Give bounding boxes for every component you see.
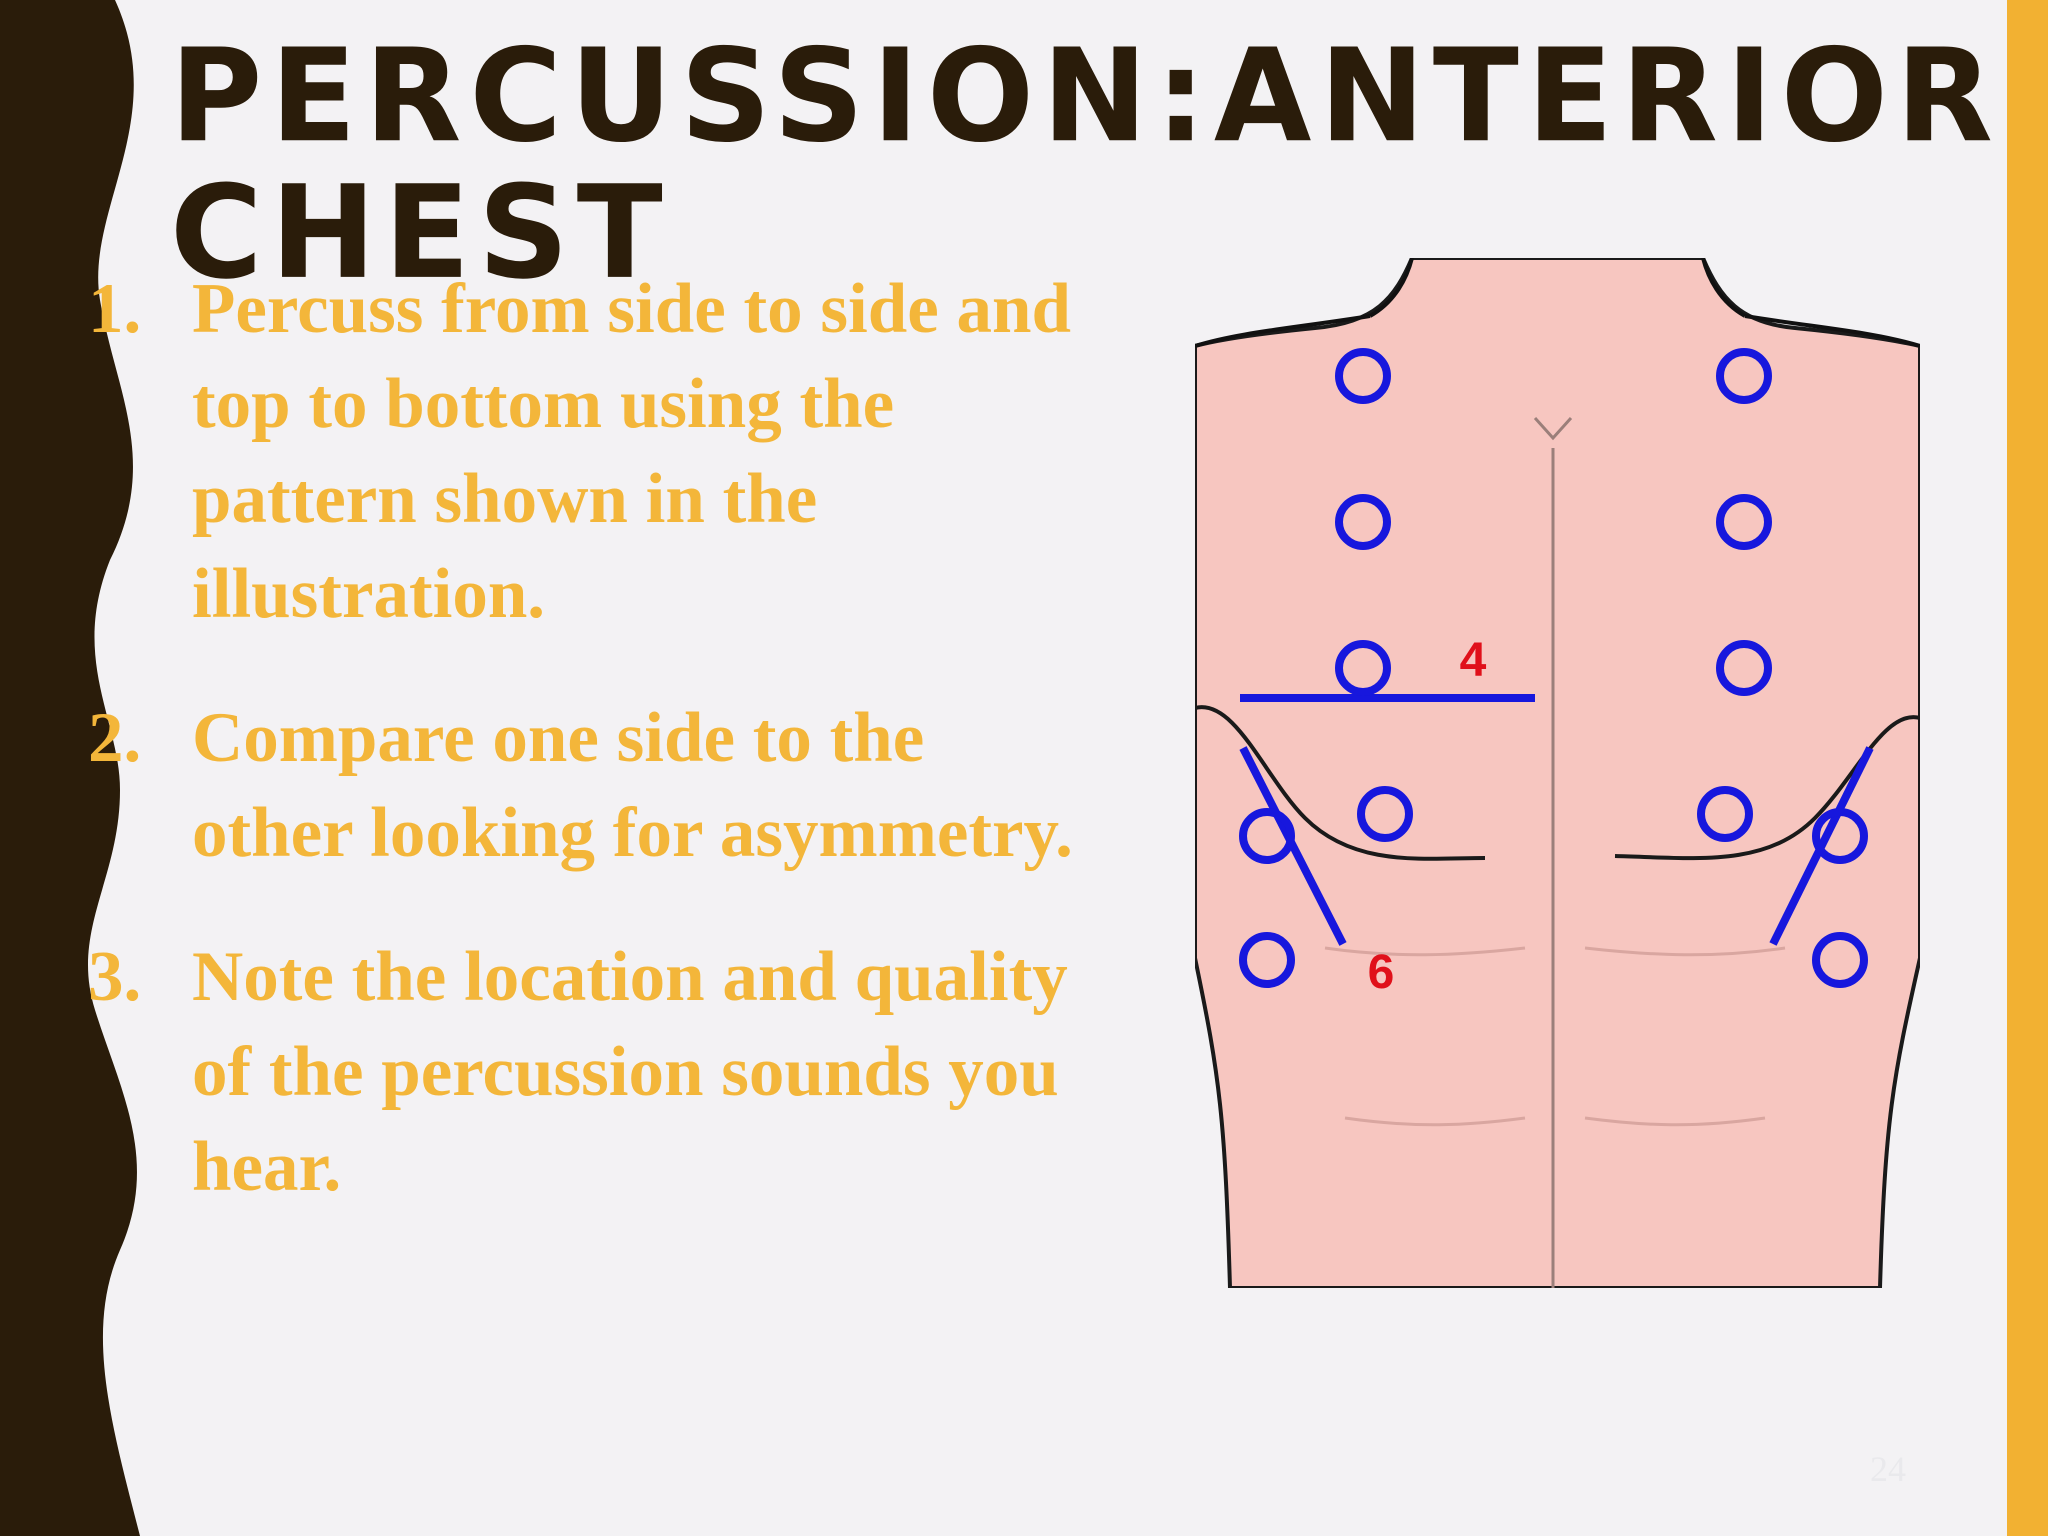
bullet-text: Note the location and quality of the per…: [192, 938, 1068, 1206]
list-item: 1. Percuss from side to side and top to …: [80, 262, 1080, 642]
abdominal-line: [1584, 1116, 1766, 1127]
rib-6-label: 6: [1368, 946, 1395, 999]
bullet-number: 1.: [88, 270, 142, 348]
bullet-text: Compare one side to the other looking fo…: [192, 699, 1073, 872]
percussion-point: [1716, 348, 1772, 404]
rib-4-label: 4: [1460, 634, 1487, 687]
percussion-point: [1716, 494, 1772, 550]
decorative-wave-band: [0, 0, 140, 1536]
pectoral-curve: [1195, 705, 1486, 861]
shoulder-line: [1195, 314, 1371, 348]
abdominal-line: [1324, 946, 1526, 957]
percussion-point: [1812, 932, 1868, 988]
slide-title: PERCUSSION:ANTERIOR CHEST: [170, 20, 2001, 308]
percussion-point: [1812, 808, 1868, 864]
bullet-number: 2.: [88, 699, 142, 777]
percussion-points: [1239, 348, 1868, 988]
torso-silhouette: [1195, 258, 1920, 1288]
pectoral-curve: [1614, 715, 1920, 861]
neck-line: [1701, 258, 1747, 318]
neck-line: [1368, 258, 1414, 318]
list-item: 2. Compare one side to the other looking…: [80, 691, 1080, 881]
percussion-point: [1716, 640, 1772, 696]
page-number: 24: [1870, 1449, 1906, 1489]
percussion-point: [1335, 640, 1391, 696]
percussion-point: [1335, 348, 1391, 404]
shoulder-line: [1744, 314, 1920, 348]
right-accent-band: [2007, 0, 2048, 1536]
percussion-point: [1357, 786, 1413, 842]
sternal-notch: [1533, 416, 1573, 441]
bullet-list: 1. Percuss from side to side and top to …: [80, 262, 1080, 1264]
percussion-point: [1697, 786, 1753, 842]
abdominal-line: [1584, 946, 1786, 957]
bullet-number: 3.: [88, 938, 142, 1016]
list-item: 3. Note the location and quality of the …: [80, 930, 1080, 1215]
percussion-point: [1239, 808, 1295, 864]
abdominal-line: [1344, 1116, 1526, 1127]
chest-percussion-illustration: 4 6: [1195, 258, 1920, 1288]
bullet-text: Percuss from side to side and top to bot…: [192, 270, 1071, 633]
percussion-point: [1239, 932, 1295, 988]
percussion-point: [1335, 494, 1391, 550]
